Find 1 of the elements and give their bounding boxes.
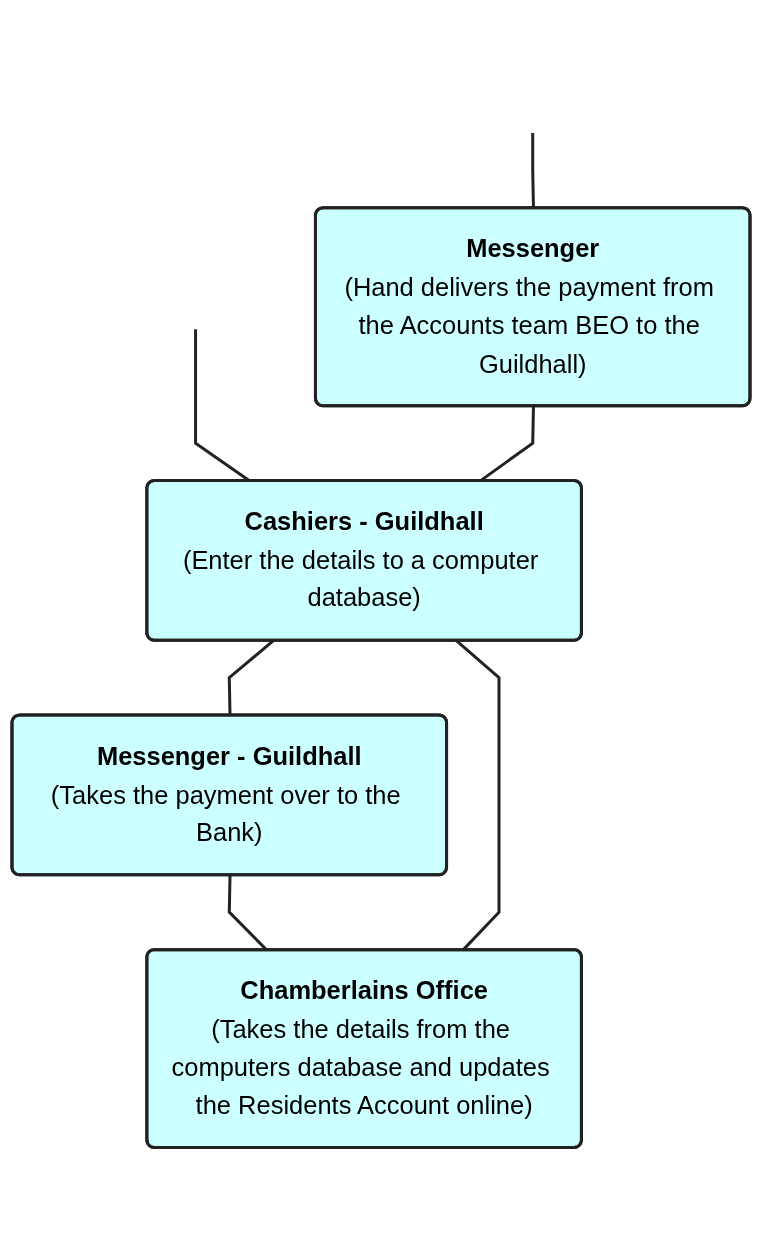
- connector: [531, 133, 535, 209]
